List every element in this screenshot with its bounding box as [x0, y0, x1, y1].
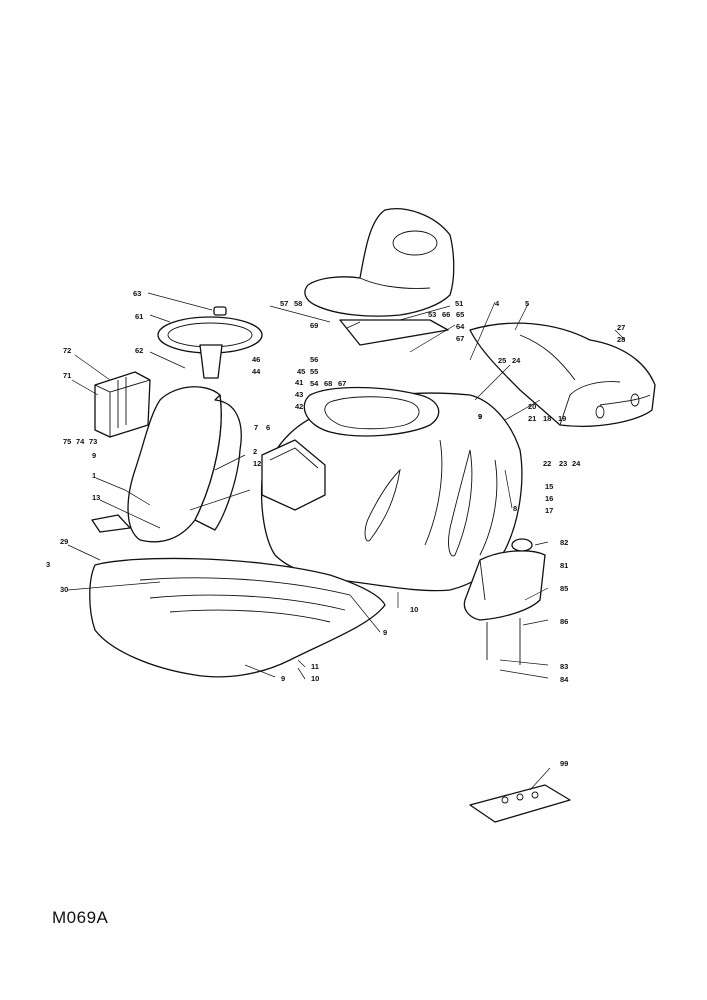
callout-9-footboard: 9	[383, 628, 387, 637]
callout-29: 29	[60, 537, 68, 546]
callout-22: 22	[543, 459, 551, 468]
callout-81: 81	[560, 561, 568, 570]
callout-4: 4	[495, 299, 500, 308]
callout-45: 45	[297, 367, 305, 376]
callout-2: 2	[253, 447, 257, 456]
callout-68: 68	[324, 379, 332, 388]
callout-3: 3	[46, 560, 50, 569]
callout-83: 83	[560, 662, 568, 671]
callout-13: 13	[92, 493, 100, 502]
callout-9-bottom: 9	[281, 674, 285, 683]
callout-6: 6	[266, 423, 270, 432]
callout-7: 7	[254, 423, 258, 432]
callout-24-bottom: 24	[572, 459, 581, 468]
callout-99: 99	[560, 759, 568, 768]
callout-42: 42	[295, 402, 303, 411]
callout-51: 51	[455, 299, 463, 308]
callout-18: 18	[543, 414, 551, 423]
seat	[304, 208, 455, 346]
callout-63: 63	[133, 289, 141, 298]
callout-28: 28	[617, 335, 625, 344]
callout-41: 41	[295, 378, 303, 387]
callout-23: 23	[559, 459, 567, 468]
callout-54: 54	[310, 379, 319, 388]
callout-9-seat: 9	[478, 412, 482, 421]
steering-wheel	[157, 306, 263, 379]
callout-8: 8	[513, 504, 517, 513]
callout-43: 43	[295, 390, 303, 399]
callout-58: 58	[294, 299, 302, 308]
callout-5: 5	[525, 299, 529, 308]
callout-67-top: 67	[456, 334, 464, 343]
callout-11: 11	[311, 662, 319, 671]
callout-46: 46	[252, 355, 260, 364]
callout-10-fender: 10	[410, 605, 418, 614]
callout-30: 30	[60, 585, 68, 594]
rear-hood	[469, 322, 656, 427]
callout-10-bottom: 10	[311, 674, 319, 683]
callout-25: 25	[498, 356, 506, 365]
callout-57: 57	[280, 299, 288, 308]
footboard	[89, 514, 386, 678]
callout-66: 66	[442, 310, 450, 319]
callout-64: 64	[456, 322, 465, 331]
callout-65: 65	[456, 310, 464, 319]
callout-55: 55	[310, 367, 318, 376]
callout-74: 74	[76, 437, 85, 446]
fuel-tank	[463, 538, 546, 665]
battery	[94, 371, 151, 438]
callout-21: 21	[528, 414, 536, 423]
callout-62: 62	[135, 346, 143, 355]
callout-84: 84	[560, 675, 569, 684]
callout-85: 85	[560, 584, 568, 593]
callout-27: 27	[617, 323, 625, 332]
callout-56: 56	[310, 355, 318, 364]
callout-72: 72	[63, 346, 71, 355]
callout-61: 61	[135, 312, 143, 321]
callout-67-mid: 67	[338, 379, 346, 388]
callout-9: 9	[92, 451, 96, 460]
callout-44: 44	[252, 367, 261, 376]
callout-20: 20	[528, 402, 536, 411]
callout-17: 17	[545, 506, 553, 515]
callout-labels: 63 61 62 72 71 75 74 73 9 1 13 29 3 30 5…	[46, 289, 625, 768]
hardware-kit	[469, 767, 571, 823]
callout-86: 86	[560, 617, 568, 626]
callout-82: 82	[560, 538, 568, 547]
callout-75: 75	[63, 437, 71, 446]
front-console	[127, 386, 242, 543]
callout-16: 16	[545, 494, 553, 503]
drawing-code: M069A	[52, 908, 109, 927]
seat-plate	[261, 386, 440, 511]
callout-53: 53	[428, 310, 436, 319]
callout-71: 71	[63, 371, 71, 380]
callout-73: 73	[89, 437, 97, 446]
callout-1: 1	[92, 471, 96, 480]
callout-19: 19	[558, 414, 566, 423]
callout-69: 69	[310, 321, 318, 330]
callout-9-bracket: 9	[478, 412, 482, 421]
callout-15: 15	[545, 482, 553, 491]
callout-12: 12	[253, 459, 261, 468]
leader-lines	[67, 292, 626, 680]
callout-24-top: 24	[512, 356, 521, 365]
